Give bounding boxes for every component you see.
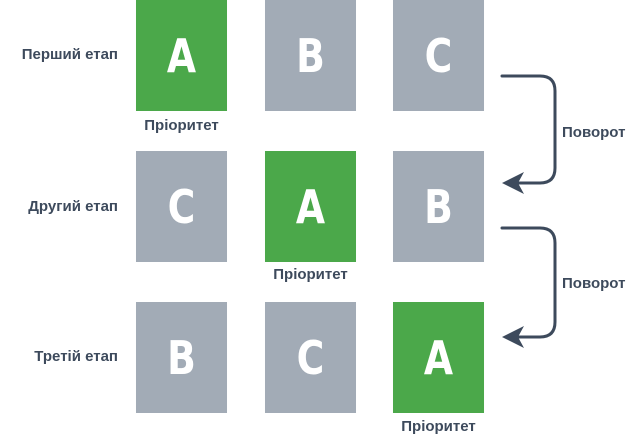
tile-letter: B <box>424 179 453 234</box>
stage-3-priority-label: Пріоритет <box>401 418 476 435</box>
tile-letter: A <box>166 28 197 83</box>
stage-3-label: Третій етап <box>34 348 118 365</box>
stage-2-tile-3: B <box>392 151 485 262</box>
turn-1-label: Поворот <box>562 124 626 141</box>
stage-3-tile-3: A <box>392 302 485 413</box>
turn-1-arrow-path <box>500 74 557 185</box>
stage-1-label: Перший етап <box>21 46 118 63</box>
tile-letter: B <box>296 28 325 83</box>
tile-letter: C <box>424 28 453 83</box>
tile-letter: A <box>295 179 326 234</box>
tile-letter: A <box>423 330 454 385</box>
turn-2-arrow-path <box>500 226 557 339</box>
stage-2-label: Другий етап <box>28 198 118 215</box>
tile-letter: C <box>296 330 325 385</box>
stage-1-tile-2: B <box>264 0 357 111</box>
stage-1-priority-label: Пріоритет <box>144 117 219 134</box>
stage-3-tile-1: B <box>135 302 228 413</box>
turn-2-label: Поворот <box>562 275 626 292</box>
stage-1-tile-3: C <box>392 0 485 111</box>
stage-3-tile-2: C <box>264 302 357 413</box>
tile-letter: B <box>167 330 196 385</box>
stage-1-tile-1: A <box>135 0 228 111</box>
stage-2-priority-label: Пріоритет <box>273 266 348 283</box>
stage-2-tile-2: A <box>264 151 357 262</box>
stage-2-tile-1: C <box>135 151 228 262</box>
turn-2-arrowhead-icon <box>502 326 524 348</box>
tile-letter: C <box>167 179 196 234</box>
turn-1-arrowhead-icon <box>502 172 524 194</box>
